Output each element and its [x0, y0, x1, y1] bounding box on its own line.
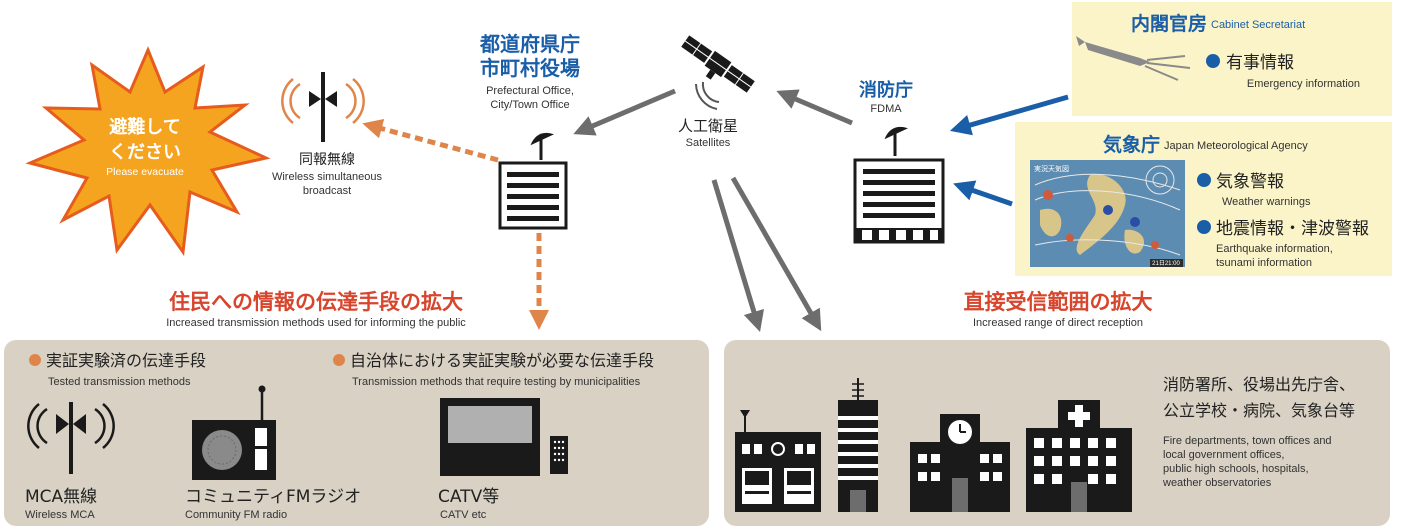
- mca-label-jp: MCA無線: [25, 487, 97, 507]
- left-heading-en: Increased transmission methods used for …: [166, 317, 466, 329]
- mca-radio-icon: [27, 402, 115, 474]
- fdma-building-icon: [853, 126, 945, 244]
- hospital-icon: [1026, 400, 1132, 512]
- satellite-label-en: Satellites: [686, 137, 731, 149]
- catv-label-jp: CATV等: [438, 487, 499, 507]
- jma-item1-en: Weather warnings: [1222, 196, 1311, 208]
- evacuate-jp-line2: ください: [109, 142, 181, 163]
- prefecture-jp-line2: 市町村役場: [480, 56, 580, 80]
- satellite-label-jp: 人工衛星: [678, 117, 738, 135]
- fm-radio-icon: [192, 385, 276, 480]
- tv-icon: [440, 398, 568, 476]
- required-methods-en: Transmission methods that require testin…: [352, 376, 641, 388]
- evacuate-burst: 避難して ください Please evacuate: [25, 46, 271, 257]
- missile-icon: [1076, 36, 1191, 81]
- facilities-jp-line1: 消防署所、役場出先庁舎、: [1163, 375, 1355, 394]
- facilities-en-line1: Fire departments, town offices and: [1163, 435, 1332, 447]
- tower-label-en2: broadcast: [303, 185, 351, 197]
- cabinet-item-jp: 有事情報: [1226, 53, 1294, 73]
- facilities-en-line3: public high schools, hospitals,: [1163, 463, 1309, 475]
- evacuate-jp-line1: 避難して: [109, 116, 180, 138]
- facilities-en-line2: local government offices,: [1163, 449, 1284, 461]
- prefecture-en-line2: City/Town Office: [490, 99, 569, 111]
- tested-methods-en: Tested transmission methods: [48, 376, 191, 388]
- jma-title-en: Japan Meteorological Agency: [1164, 140, 1308, 152]
- bullet-icon: [1206, 54, 1220, 68]
- required-methods-jp: 自治体における実証実験が必要な伝達手段: [350, 351, 654, 370]
- bullet-icon: [29, 354, 41, 366]
- jma-item2-jp: 地震情報・津波警報: [1216, 219, 1369, 239]
- jma-item2-en2: tsunami information: [1216, 257, 1312, 269]
- mca-label-en: Wireless MCA: [25, 509, 95, 521]
- weather-map-image: 実況天気図 21日21:00: [1030, 160, 1185, 267]
- facilities-en-line4: weather observatories: [1162, 477, 1272, 489]
- cabinet-title-en: Cabinet Secretariat: [1211, 19, 1305, 31]
- bullet-icon: [1197, 173, 1211, 187]
- tower-label-en1: Wireless simultaneous: [272, 171, 383, 183]
- cabinet-title-jp: 内閣官房: [1131, 12, 1207, 35]
- right-heading-jp: 直接受信範囲の拡大: [964, 290, 1153, 314]
- tower-label-jp: 同報無線: [299, 152, 355, 168]
- fm-label-jp: コミュニティFMラジオ: [185, 487, 361, 507]
- school-icon: [910, 414, 1010, 512]
- right-heading-en: Increased range of direct reception: [973, 317, 1143, 329]
- broadcast-tower-icon: [281, 72, 365, 142]
- jma-item2-en1: Earthquake information,: [1216, 243, 1333, 255]
- fdma-label-en: FDMA: [870, 103, 902, 115]
- flow-arrows: [362, 88, 1069, 333]
- satellite-icon: [681, 35, 755, 93]
- fire-station-icon: [735, 410, 821, 512]
- left-panel: 実証実験済の伝達手段 Tested transmission methods 自…: [4, 340, 709, 526]
- cabinet-item-en: Emergency information: [1247, 78, 1360, 90]
- weather-map-stamp: 21日21:00: [1152, 260, 1180, 267]
- office-tower-icon: [838, 378, 878, 512]
- jma-panel: 気象庁 Japan Meteorological Agency 実況天気図 21…: [1015, 122, 1392, 276]
- tested-methods-jp: 実証実験済の伝達手段: [46, 351, 206, 370]
- facilities-jp-line2: 公立学校・病院、気象台等: [1163, 401, 1355, 420]
- prefecture-building-icon: [498, 132, 568, 230]
- fdma-label-jp: 消防庁: [859, 79, 913, 101]
- prefecture-jp-line1: 都道府県庁: [479, 32, 580, 56]
- weather-map-title: 実況天気図: [1034, 164, 1069, 173]
- cabinet-panel: 内閣官房 Cabinet Secretariat 有事情報 Emergency …: [1072, 2, 1392, 116]
- bullet-icon: [333, 354, 345, 366]
- evacuate-en: Please evacuate: [106, 166, 184, 178]
- jma-item1-jp: 気象警報: [1216, 172, 1284, 192]
- prefecture-en-line1: Prefectural Office,: [486, 85, 574, 97]
- jma-title-jp: 気象庁: [1103, 133, 1160, 156]
- right-panel: 消防署所、役場出先庁舎、 公立学校・病院、気象台等 Fire departmen…: [724, 340, 1390, 526]
- catv-label-en: CATV etc: [440, 509, 487, 521]
- fm-label-en: Community FM radio: [185, 509, 287, 521]
- left-heading-jp: 住民への情報の伝達手段の拡大: [169, 290, 463, 314]
- bullet-icon: [1197, 220, 1211, 234]
